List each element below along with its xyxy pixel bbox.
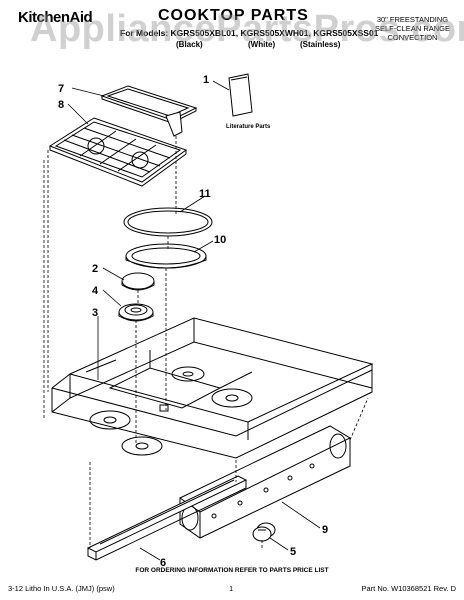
page-number: 1 — [229, 584, 234, 593]
variant-black: (Black) — [176, 40, 203, 49]
callout-1: 1 — [203, 74, 209, 86]
range-description-line: SELF-CLEAN RANGE — [374, 24, 450, 33]
range-description-line: 30" FREESTANDING — [376, 15, 449, 24]
callout-5: 5 — [290, 546, 296, 558]
callout-2: 2 — [92, 263, 98, 275]
part-4-burner-base[interactable] — [118, 303, 154, 322]
part-5-control-knob[interactable] — [252, 522, 276, 542]
part-number: Part No. W10368521 Rev. D — [361, 584, 457, 593]
ordering-note: FOR ORDERING INFORMATION REFER TO PARTS … — [135, 567, 329, 574]
callout-4: 4 — [92, 285, 99, 297]
part-10-oval-burner[interactable] — [125, 243, 207, 269]
part-3-cooktop[interactable] — [51, 317, 374, 459]
part-6-front-trim[interactable] — [86, 475, 248, 561]
part-7-griddle[interactable] — [100, 85, 198, 137]
print-info: 3-12 Litho In U.S.A. (JMJ) (psw) — [8, 584, 115, 593]
range-description: 30" FREESTANDING SELF-CLEAN RANGE CONVEC… — [375, 15, 450, 42]
callout-9: 9 — [322, 524, 328, 536]
page-title: COOKTOP PARTS — [158, 7, 309, 24]
models-line: For Models: KGRS505XBL01, KGRS505XWH01, … — [120, 28, 379, 38]
part-2-burner-cap-round[interactable] — [121, 272, 155, 291]
callout-8: 8 — [58, 99, 64, 111]
part-11-burner-cap-oval[interactable] — [123, 207, 213, 237]
callout-11: 11 — [199, 188, 211, 200]
callout-3: 3 — [92, 307, 98, 319]
alignment-lines — [43, 136, 369, 548]
part-9-manifold-panel[interactable] — [179, 425, 352, 539]
leader-lines — [67, 80, 321, 561]
part-1-literature[interactable] — [228, 73, 253, 117]
variant-white: (White) — [248, 40, 276, 49]
callout-6: 6 — [160, 557, 166, 569]
callout-7: 7 — [58, 83, 64, 95]
callout-10: 10 — [214, 234, 226, 246]
variant-stainless: (Stainless) — [300, 40, 341, 49]
brand-name: KitchenAid — [18, 9, 93, 26]
literature-parts-label: Literature Parts — [226, 124, 271, 130]
range-description-line: CONVECTION — [387, 33, 438, 42]
part-8-grates[interactable] — [48, 117, 188, 187]
